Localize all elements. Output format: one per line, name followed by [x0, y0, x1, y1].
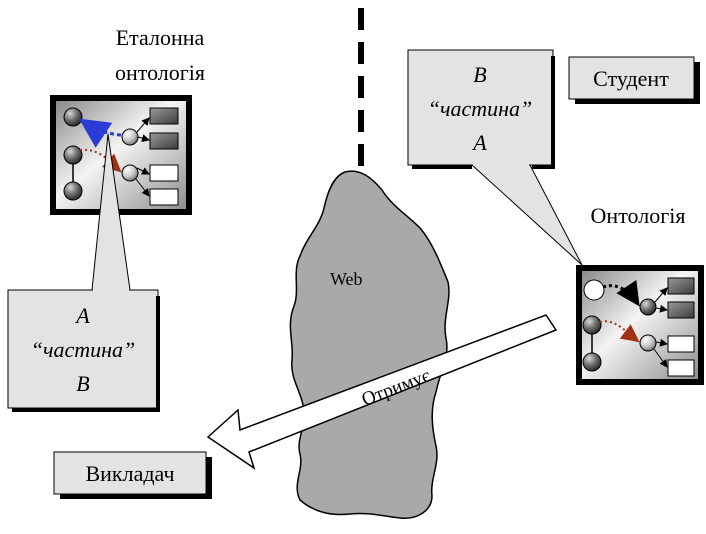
callout-line2: “частина” — [428, 96, 533, 121]
node-sphere — [639, 334, 657, 352]
node-sphere — [639, 298, 657, 316]
student-label: Студент — [593, 66, 669, 91]
callout-line1: B — [473, 62, 486, 87]
student-label-box: Студент — [568, 56, 700, 104]
node-sphere — [121, 164, 139, 182]
concept-box — [149, 132, 179, 150]
node-sphere — [63, 145, 83, 165]
student-ontology-panel — [576, 265, 704, 385]
reference-ontology-panel — [50, 95, 192, 215]
blue-part-relation-arrow — [79, 118, 122, 148]
node-sphere — [582, 315, 602, 335]
reference-ontology-title-line1: Еталонна — [116, 25, 205, 50]
node-sphere — [121, 128, 139, 146]
callout-line3: B — [76, 371, 89, 396]
concept-box — [149, 188, 179, 206]
node-sphere — [63, 181, 83, 201]
web-cloud — [289, 170, 450, 519]
callout-line3: A — [471, 130, 487, 155]
callout-line1: A — [74, 303, 90, 328]
callout-line2: “частина” — [31, 337, 136, 362]
node-sphere — [583, 279, 605, 301]
reference-ontology-title-line2: онтологія — [115, 60, 205, 85]
concept-box — [667, 335, 695, 353]
ontology-label: Онтологія — [591, 203, 686, 228]
node-sphere — [582, 352, 602, 372]
node-sphere — [63, 107, 83, 127]
web-label: Web — [330, 269, 363, 289]
concept-box — [149, 164, 179, 182]
reference-callout: A “частина” B — [7, 133, 160, 412]
brown-relation-arrow — [79, 148, 122, 173]
concept-box — [149, 107, 179, 125]
teacher-label-box: Викладач — [53, 451, 212, 499]
student-callout: B “частина” A — [407, 49, 583, 266]
concept-box — [667, 301, 695, 319]
teacher-label: Викладач — [85, 461, 174, 486]
concept-box — [667, 359, 695, 377]
black-part-relation-arrow — [602, 279, 640, 307]
brown-relation-arrow — [599, 320, 640, 343]
concept-box — [667, 277, 695, 295]
